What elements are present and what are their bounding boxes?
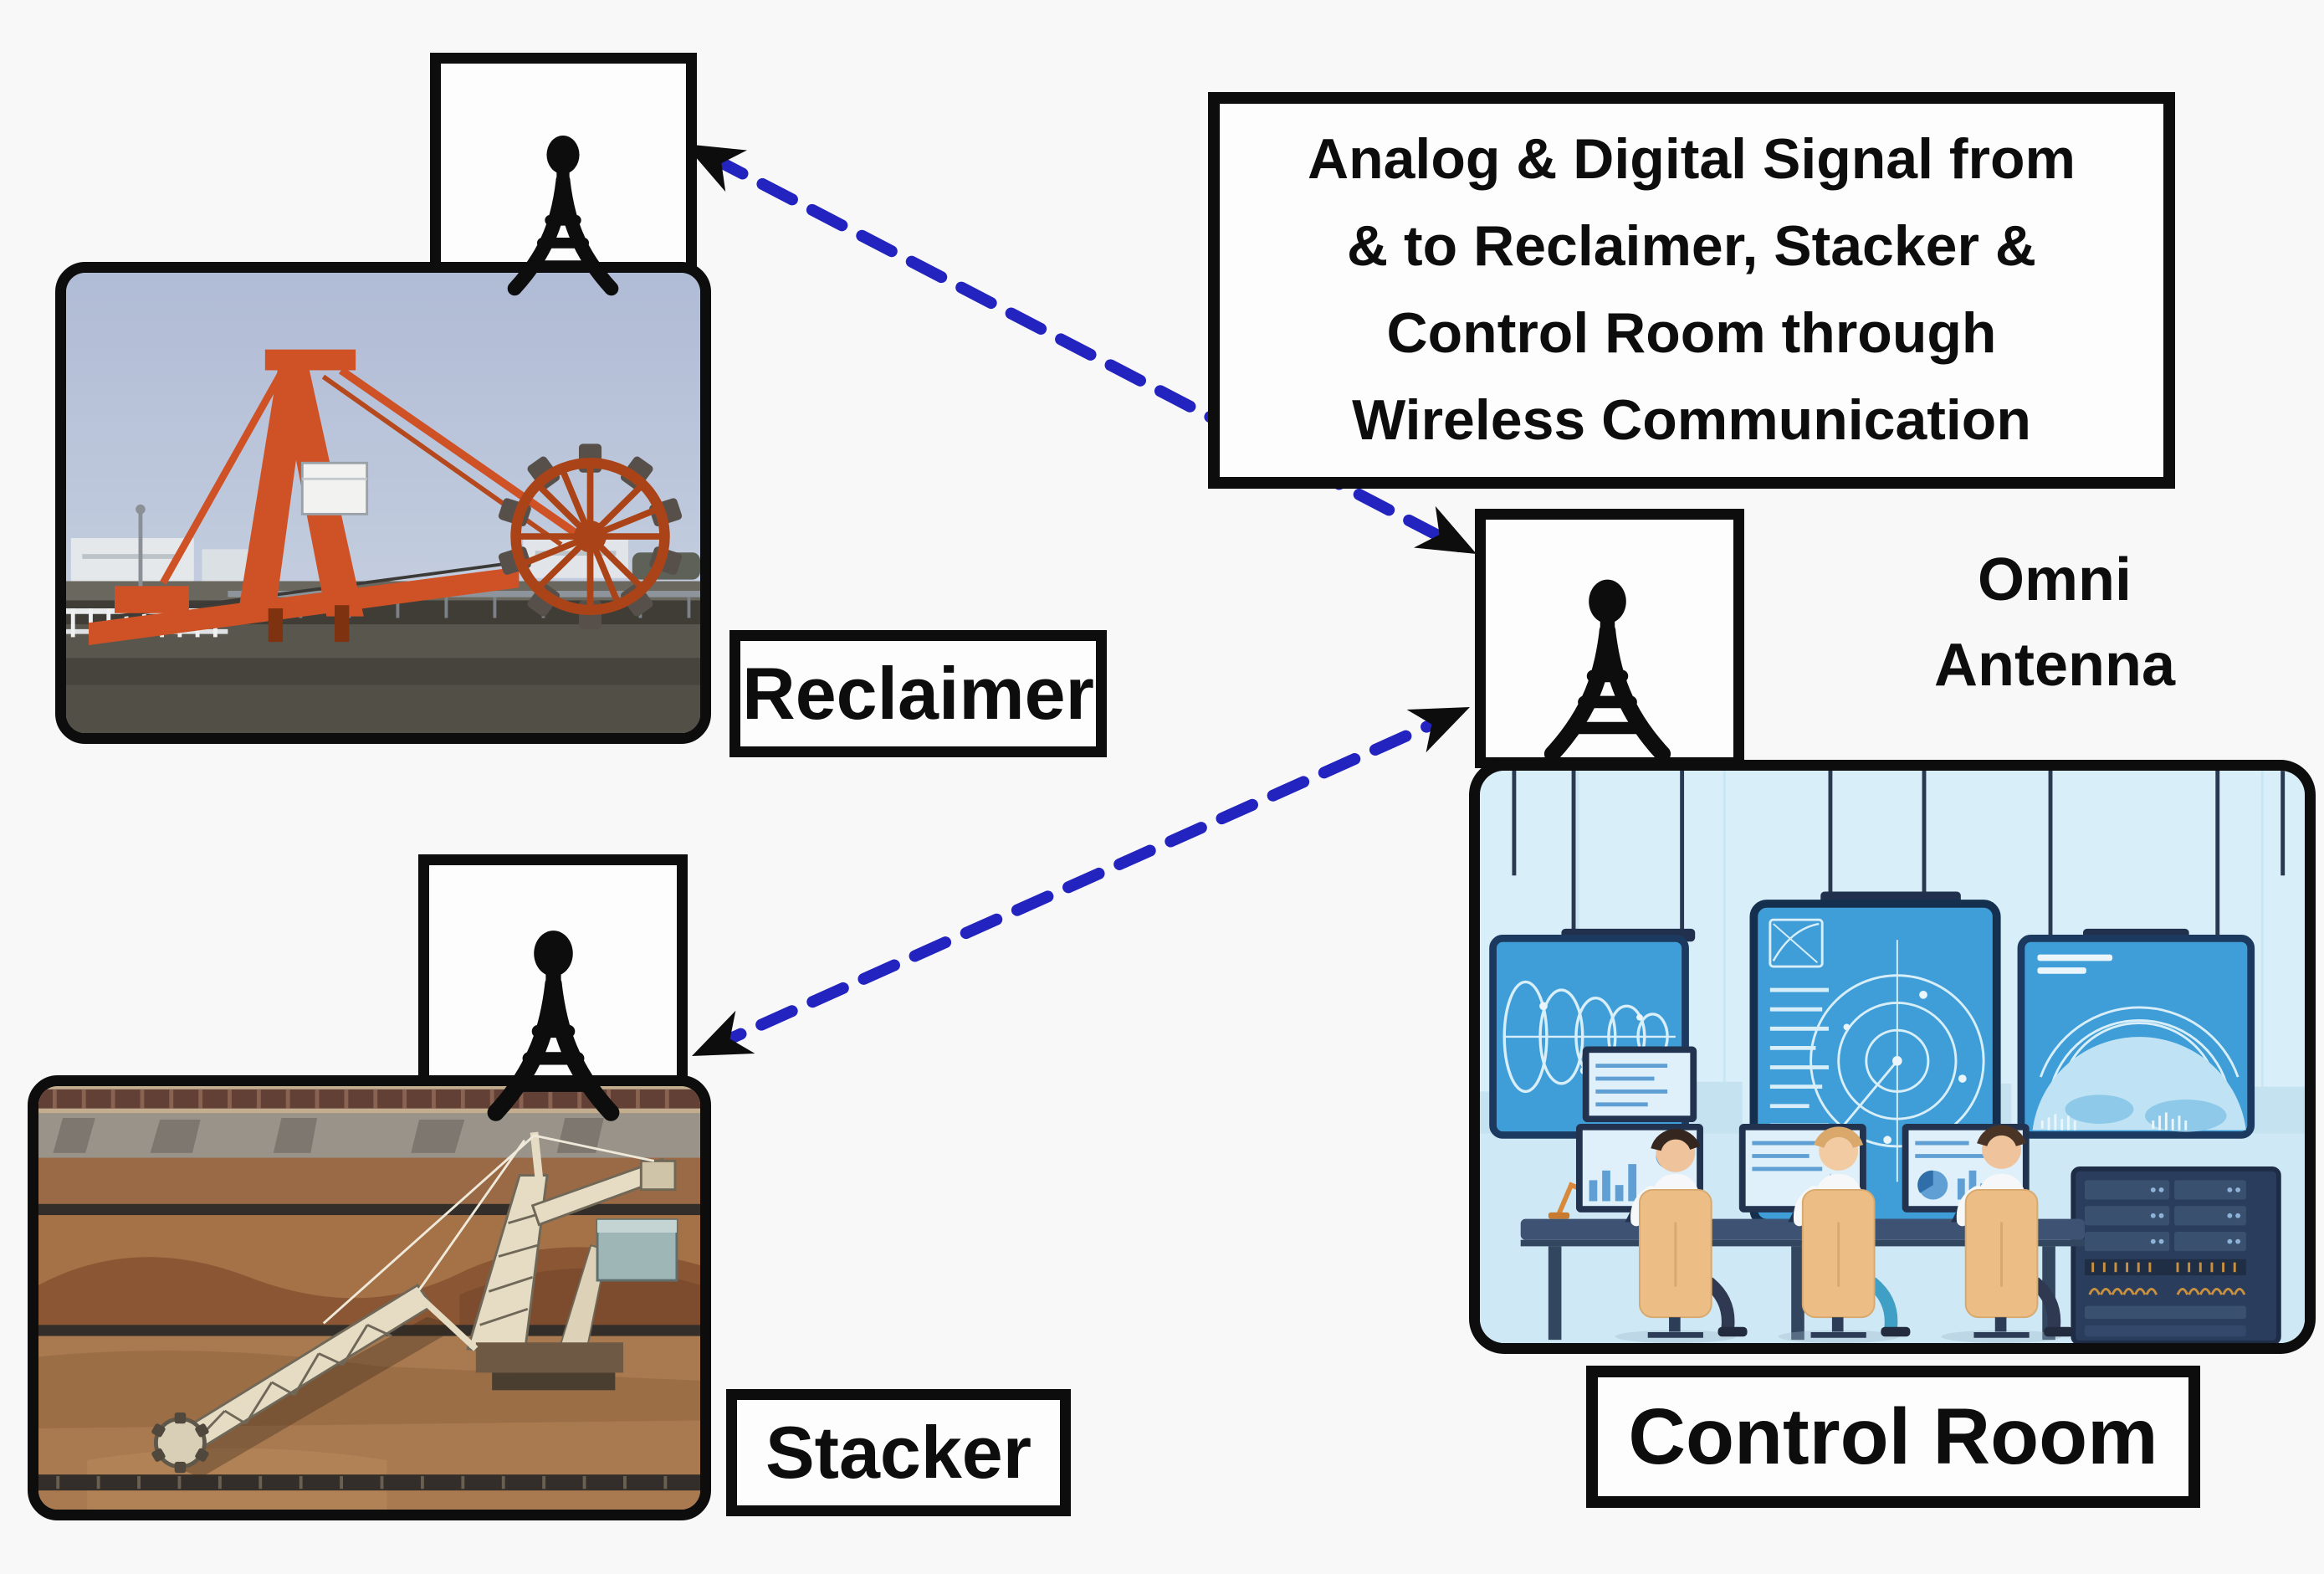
stacker-machine-art (151, 1131, 678, 1478)
reclaimer-machine-art (89, 349, 683, 645)
omni-antenna-label: Omni Antenna (1820, 537, 2289, 708)
info-line-1: Analog & Digital Signal from (1307, 127, 2076, 191)
reclaimer-label: Reclaimer (729, 630, 1107, 757)
operator-1 (1615, 1129, 1748, 1343)
info-line-2: & to Reclaimer, Stacker & (1347, 214, 2036, 278)
omni-antenna-label-line2: Antenna (1934, 632, 2175, 699)
arrowhead-to-omni-upper (1414, 505, 1477, 554)
omni-antenna-label-line1: Omni (1977, 546, 2132, 613)
control-room-label-text: Control Room (1628, 1392, 2158, 1481)
signal-link-stacker (692, 707, 1470, 1056)
reclaimer-photo-art (66, 273, 700, 733)
info-box: Analog & Digital Signal from & to Reclai… (1208, 92, 2175, 489)
control-room-art (1480, 771, 2305, 1343)
control-room-label: Control Room (1586, 1366, 2200, 1508)
stacker-photo (28, 1075, 711, 1520)
stacker-label: Stacker (726, 1389, 1071, 1516)
reclaimer-label-text: Reclaimer (742, 652, 1094, 735)
reclaimer-photo (55, 262, 711, 744)
operator-2 (1778, 1126, 1911, 1343)
reclaimer-antenna-icon (478, 126, 648, 311)
omni-antenna-icon (1510, 569, 1705, 780)
control-room-illustration (1469, 760, 2316, 1354)
arrowhead-to-reclaimer (684, 144, 747, 192)
arrowhead-to-stacker (692, 1010, 755, 1056)
stacked-monitor (1582, 1046, 1697, 1123)
info-line-3: Control Room through (1386, 301, 1997, 365)
stacker-photo-art (38, 1086, 700, 1510)
arrowhead-to-omni-lower (1406, 707, 1470, 753)
stacker-label-text: Stacker (765, 1411, 1031, 1494)
stacker-antenna-icon (452, 920, 655, 1140)
info-line-4: Wireless Communication (1352, 388, 2031, 452)
wall-screen-globe (2017, 928, 2255, 1139)
operator-3 (1941, 1125, 2074, 1343)
server-rack (2071, 1166, 2281, 1343)
